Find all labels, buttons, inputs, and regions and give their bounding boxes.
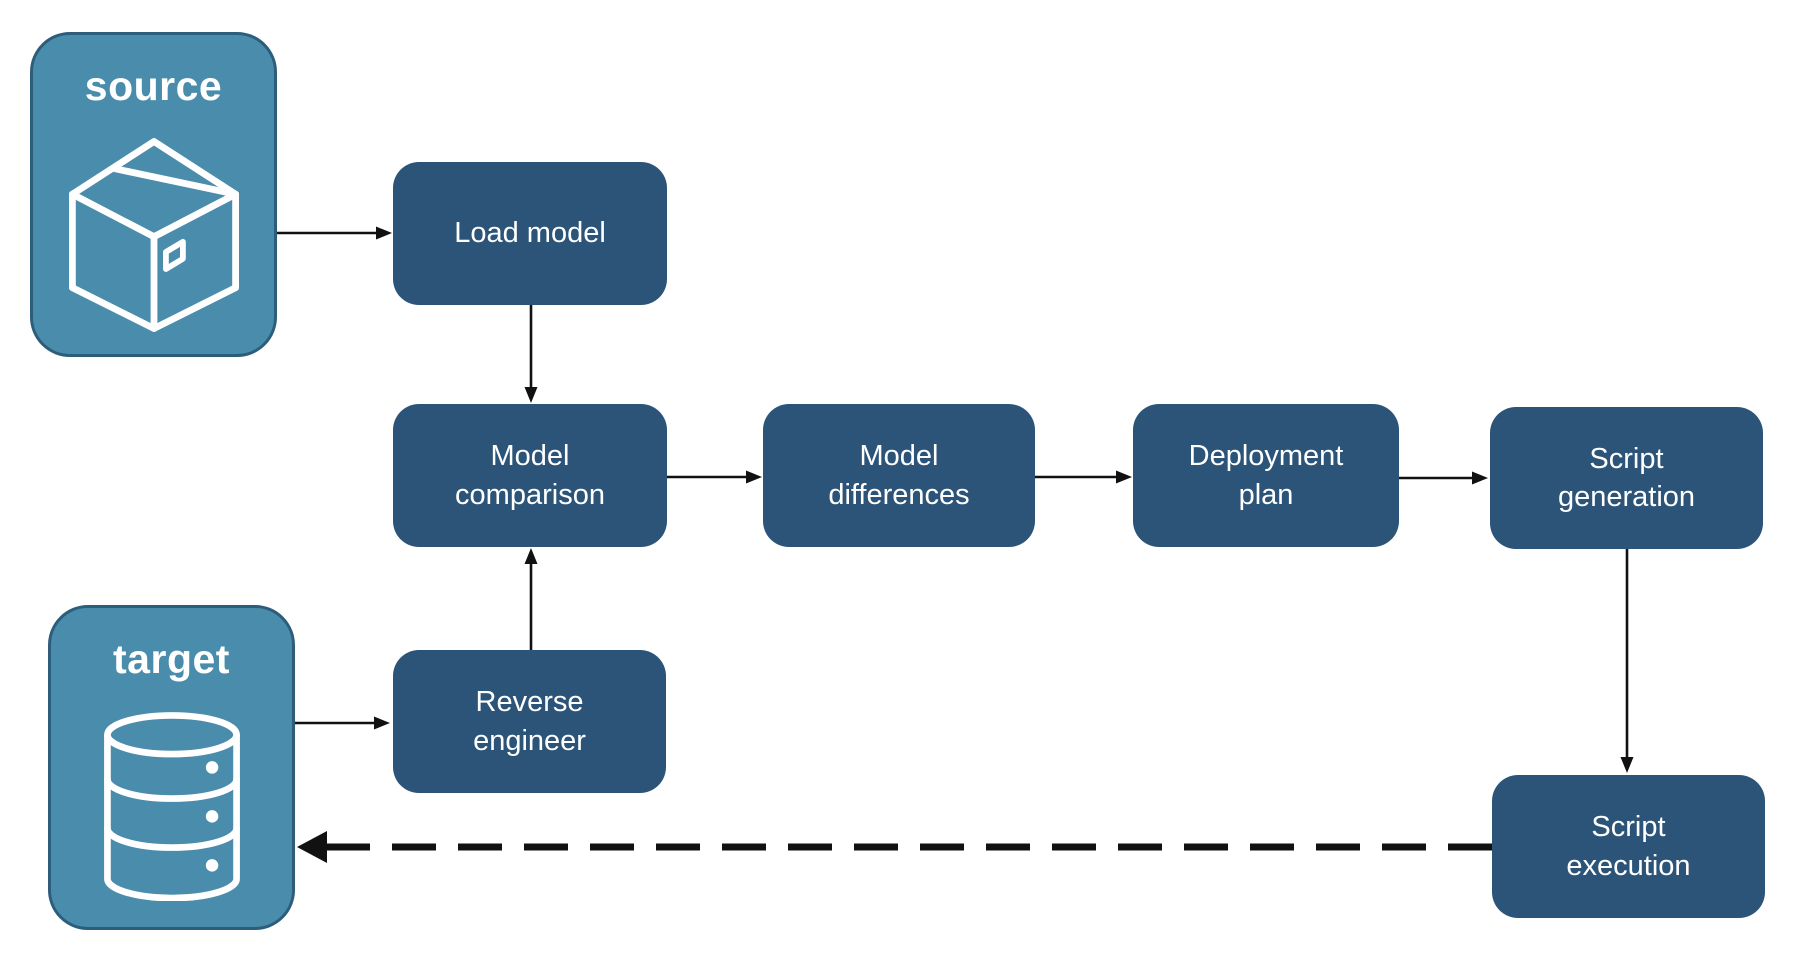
arrow-model-differences-to-deployment-plan [1035, 470, 1132, 484]
target-label: target [113, 636, 230, 682]
source-label: source [84, 63, 223, 109]
model-differences-label: Model differences [828, 440, 970, 511]
script-execution-label: Script execution [1566, 811, 1691, 882]
node-script-generation: Script generation [1490, 407, 1763, 549]
script-generation-label: Script generation [1557, 442, 1696, 513]
node-load-model: Load model [393, 162, 667, 305]
node-target: target [48, 605, 295, 930]
arrow-load-model-to-model-comparison [524, 305, 538, 403]
arrow-script-generation-to-script-execution [1620, 549, 1634, 773]
arrow-reverse-engineer-to-model-comparison [524, 548, 538, 650]
arrow-deployment-plan-to-script-generation [1399, 471, 1488, 485]
arrow-model-comparison-to-model-differences [667, 470, 762, 484]
model-comparison-label: Model comparison [455, 440, 605, 511]
node-source: source [30, 32, 277, 357]
load-model-label: Load model [454, 217, 606, 250]
arrow-source-to-load-model [277, 226, 392, 240]
node-model-differences: Model differences [763, 404, 1035, 547]
deployment-plan-label: Deployment plan [1188, 440, 1344, 511]
arrow-script-execution-to-target-dashed [297, 831, 1492, 863]
arrow-target-to-reverse-engineer [295, 716, 390, 730]
package-icon [68, 138, 239, 332]
node-deployment-plan: Deployment plan [1133, 404, 1399, 547]
reverse-engineer-label: Reverse engineer [473, 686, 586, 757]
node-reverse-engineer: Reverse engineer [393, 650, 666, 793]
node-script-execution: Script execution [1492, 775, 1765, 918]
database-icon [97, 711, 247, 901]
node-model-comparison: Model comparison [393, 404, 667, 547]
